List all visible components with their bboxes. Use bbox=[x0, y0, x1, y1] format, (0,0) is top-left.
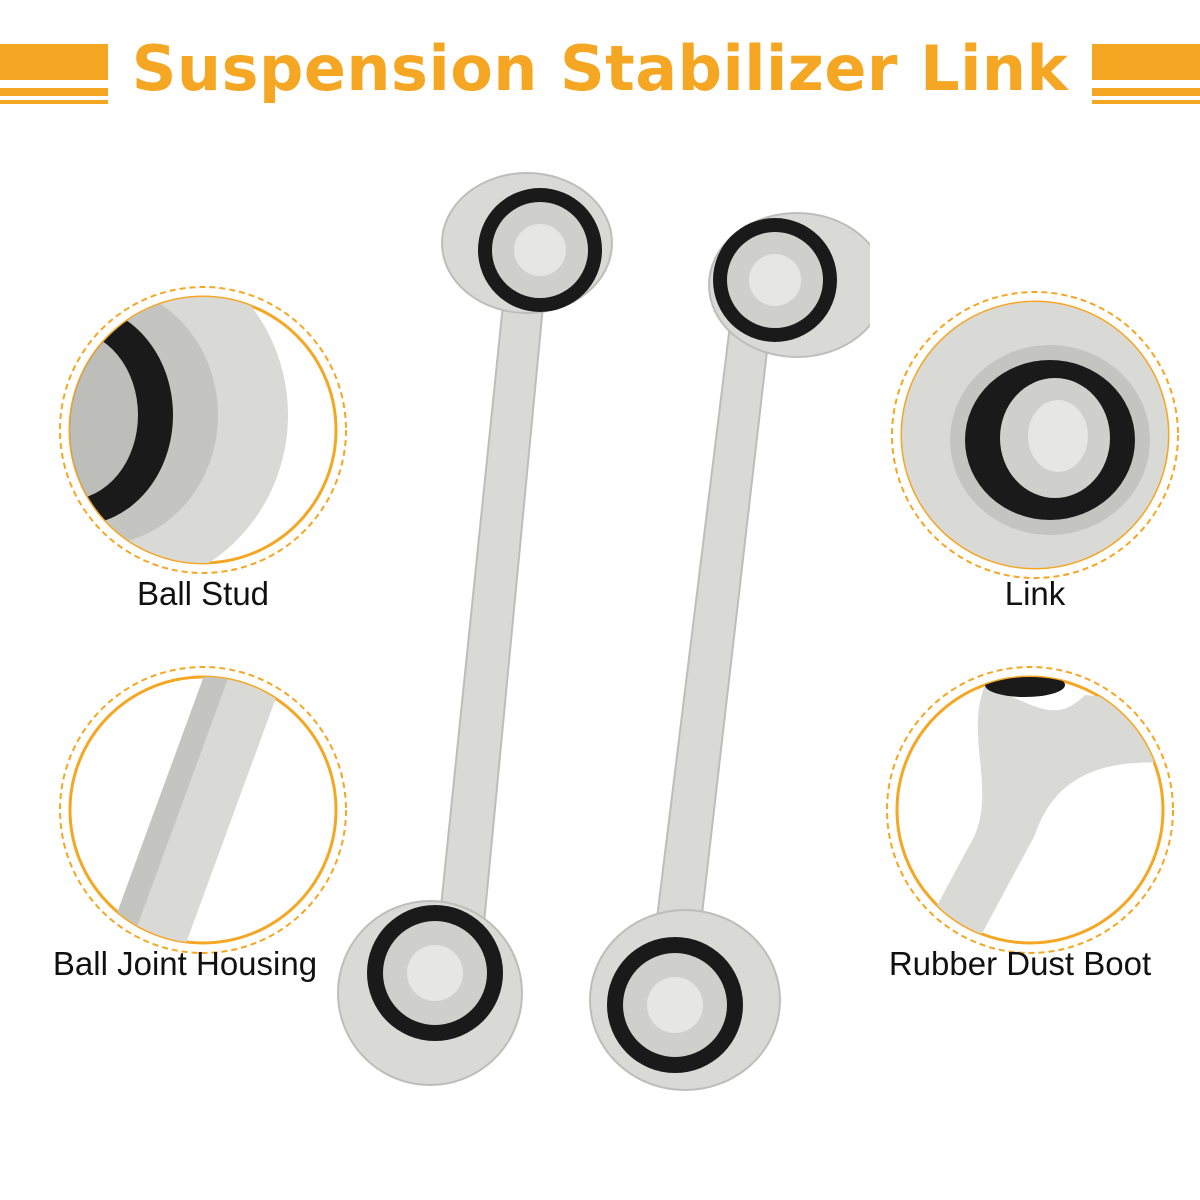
link-bushing-closeup-icon bbox=[891, 291, 1179, 579]
header-decoration-right bbox=[1092, 44, 1200, 104]
ball-joint-housing-label: Ball Joint Housing bbox=[52, 945, 318, 982]
header-decoration-left bbox=[0, 44, 108, 104]
link-label: Link bbox=[1004, 575, 1066, 612]
ball-stud-label: Ball Stud bbox=[136, 575, 270, 612]
page-title: Suspension Stabilizer Link bbox=[131, 32, 1069, 105]
rubber-dust-boot-closeup-icon bbox=[886, 666, 1174, 954]
stabilizer-link-left bbox=[337, 172, 613, 1086]
ball-joint-housing-closeup-icon bbox=[59, 666, 347, 954]
stabilizer-link-right bbox=[589, 212, 870, 1091]
ball-stud-closeup-icon bbox=[59, 286, 347, 574]
rubber-dust-boot-label: Rubber Dust Boot bbox=[888, 945, 1152, 982]
stabilizer-links-image bbox=[337, 172, 870, 1091]
